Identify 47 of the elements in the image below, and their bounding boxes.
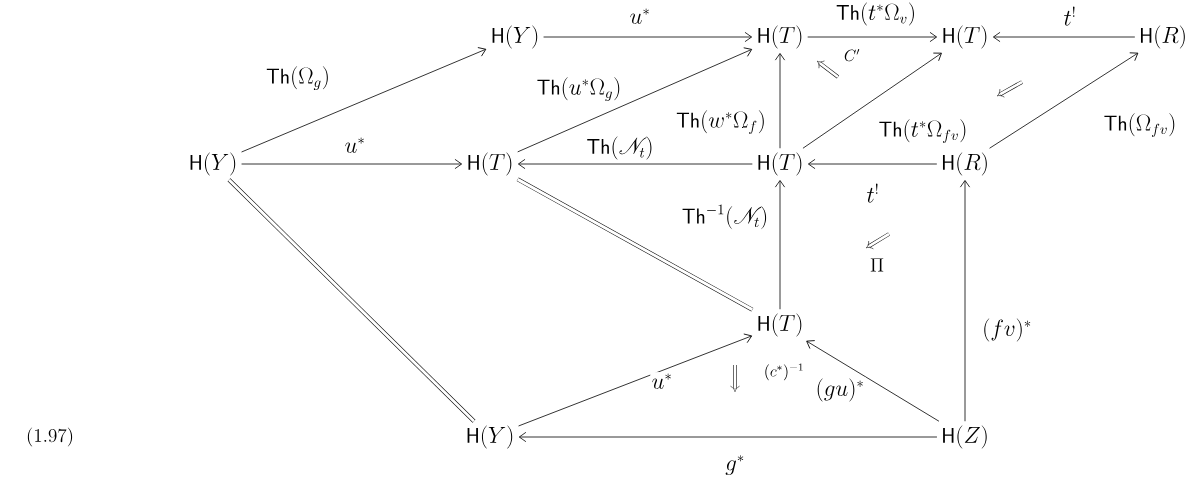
edge-label: $\mathsf{Th}(u^*\Omega_g)$ xyxy=(535,75,623,103)
cell-label: $\Pi$ xyxy=(870,258,884,272)
object-label: $\mathsf{H}(T)$ xyxy=(758,313,802,337)
arrow xyxy=(808,158,938,170)
arrow xyxy=(518,333,753,427)
object-label: $\mathsf{H}(Y)$ xyxy=(492,25,538,49)
arrow xyxy=(517,47,753,153)
edge-label: $u^*$ xyxy=(628,7,652,25)
arrow xyxy=(989,52,1139,149)
arrow xyxy=(993,31,1136,43)
arrow xyxy=(806,340,940,422)
edge-label: $t^!$ xyxy=(1062,5,1078,27)
object-label: $\mathsf{H}(Y)$ xyxy=(467,425,513,449)
edge-label: $(gu)^*$ xyxy=(814,377,866,403)
object-label: $\mathsf{H}(R)$ xyxy=(1141,25,1185,49)
cell-label: $(1.97)$ xyxy=(27,427,73,447)
object-label: $\mathsf{H}(Y)$ xyxy=(190,152,236,176)
object-label: $\mathsf{H}(T)$ xyxy=(758,25,802,49)
edge-label: $\mathsf{Th}(t^*\Omega_v)$ xyxy=(834,1,918,27)
edge-label: $(fv)^*$ xyxy=(980,317,1034,343)
edge-label: $\mathsf{Th}(\mathscr{N}_t)$ xyxy=(585,135,655,161)
arrow xyxy=(518,158,753,170)
arrow xyxy=(518,431,938,443)
edge-label: $\mathsf{Th}(\Omega_g)$ xyxy=(264,64,332,92)
edge-label: $\mathsf{Th}(\Omega_{fv})$ xyxy=(1102,111,1178,139)
arrow xyxy=(774,53,786,149)
object-label: $\mathsf{H}(Z)$ xyxy=(943,425,987,449)
cell-label: $(c^*)^{-1}$ xyxy=(765,363,803,381)
object-label: $\mathsf{H}(R)$ xyxy=(943,152,987,176)
arrow xyxy=(774,180,786,310)
edge-label: $u^*$ xyxy=(343,136,367,154)
edge-label: $\mathsf{Th}(t^*\Omega_{fv})$ xyxy=(877,117,969,145)
edge-label: $\mathsf{Th}(w^*\Omega_f)$ xyxy=(674,108,768,136)
object-label: $\mathsf{H}(T)$ xyxy=(468,152,512,176)
object-label: $\mathsf{H}(T)$ xyxy=(758,152,802,176)
edge-label: $\mathsf{Th}^{-1}(\mathscr{N}_t)$ xyxy=(680,203,770,231)
arrow xyxy=(802,52,942,149)
arrow xyxy=(241,47,487,153)
arrow xyxy=(241,158,463,170)
arrow xyxy=(543,31,753,43)
edge-label: $u^*$ xyxy=(650,372,674,390)
arrow xyxy=(807,31,938,43)
edge-label: $t^!$ xyxy=(865,182,881,204)
arrow xyxy=(959,180,971,422)
cell-label: $C'$ xyxy=(844,49,860,62)
object-label: $\mathsf{H}(T)$ xyxy=(943,25,987,49)
edge-label: $g^*$ xyxy=(723,453,747,477)
